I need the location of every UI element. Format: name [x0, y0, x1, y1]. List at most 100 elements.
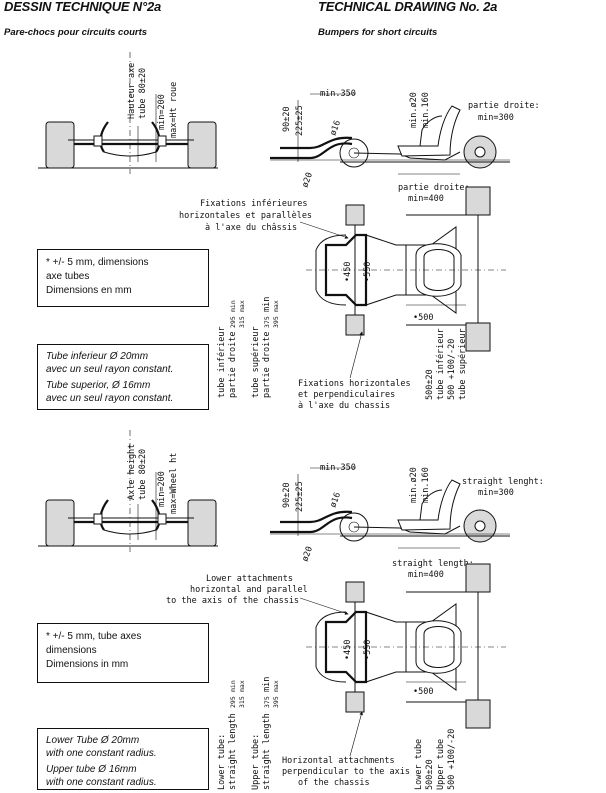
- fr-front-min: min=200: [157, 94, 167, 130]
- en-straight-top-1: straight lenght:: [462, 477, 544, 487]
- note-line: Upper tube Ø 16mm: [46, 764, 137, 775]
- en-front-tube-label: tube 80±20: [138, 449, 148, 500]
- note-line: with one constant radius.: [46, 777, 157, 788]
- en-front-min: min=200: [157, 471, 167, 507]
- en-title: TECHNICAL DRAWING No. 2a: [318, 0, 498, 14]
- note-line: avec un seul rayon constant.: [46, 364, 174, 375]
- en-dim-550: •550: [363, 640, 373, 660]
- fr-note-dimensions: * +/- 5 mm, dimensions axe tubes Dimensi…: [37, 249, 209, 307]
- en-horiz-fix-2: perpendicular to the axis: [282, 767, 410, 777]
- en-lower-fix-2: horizontal and parallel: [190, 585, 308, 595]
- fr-dim-min160: min.160: [421, 92, 431, 128]
- en-note-dimensions: * +/- 5 mm, tube axes dimensions Dimensi…: [37, 623, 209, 683]
- fr-lower-fix-2: horizontales et parallèles: [179, 210, 312, 221]
- en-dim-min-d20: min.ø20: [409, 467, 419, 503]
- note-line: Tube superior, Ø 16mm: [46, 380, 151, 391]
- en-vl-295: 295: [229, 696, 237, 708]
- fr-front-tube-label: tube 80±20: [138, 68, 148, 119]
- fr-horiz-fix-1: Fixations horizontales: [298, 379, 411, 389]
- fr-dim-d16: ø16: [328, 119, 343, 137]
- fr-straight-bot-1: partie droite:: [398, 183, 470, 193]
- fr-vl-max-2: max: [272, 300, 280, 312]
- en-r-500: 500±20: [425, 759, 435, 790]
- fr-dim-min-d20: min.ø20: [409, 92, 419, 128]
- en-vl-375: 375: [263, 696, 271, 708]
- en-vl-tube-sup-2: straight length: [262, 713, 272, 790]
- en-lower-fix-3: to the axis of the chassis: [166, 596, 299, 606]
- en-dim-450: •450: [343, 640, 353, 660]
- en-dim-90: 90±20: [282, 482, 292, 508]
- en-horiz-fix-3: of the chassis: [298, 778, 370, 788]
- fr-straight-bot-2: min=400: [408, 194, 444, 204]
- fr-subtitle: Pare-chocs pour circuits courts: [4, 27, 148, 38]
- fr-r-tube-sup: tube supérieur: [457, 328, 468, 400]
- note-line: Lower Tube Ø 20mm: [46, 735, 140, 746]
- fr-vl-max: max: [238, 300, 246, 312]
- fr-front-max: max=Ht roue: [169, 82, 179, 138]
- en-dim-min160: min.160: [421, 467, 431, 503]
- en-dim-500: •500: [413, 687, 433, 697]
- en-dim-d16: ø16: [328, 491, 343, 509]
- fr-front-height-label: Hauteur axe: [127, 63, 137, 119]
- en-vl-tube-inf-2: straight length: [228, 713, 238, 790]
- fr-vl-375: 375: [263, 316, 271, 328]
- fr-r-500: 500±20: [425, 369, 435, 400]
- en-r-500b: 500 +100/-20: [447, 729, 457, 790]
- en-vl-max-2: max: [272, 680, 280, 692]
- en-r-upper: Upper tube: [436, 739, 446, 790]
- en-front-view: Axle height tube 80±20 min=200 max=Wheel…: [36, 428, 220, 554]
- fr-straight-top-2: min=300: [478, 113, 514, 123]
- fr-lower-fix-3: à l'axe du châssis: [205, 223, 297, 233]
- note-line: Dimensions in mm: [46, 659, 129, 670]
- fr-vl-315: 315: [238, 316, 246, 328]
- fr-vl-tube-sup-2: partie droite: [262, 331, 272, 398]
- fr-dim-225: 225±25: [295, 105, 305, 136]
- fr-horiz-fix-3: à l'axe du chassis: [298, 401, 390, 411]
- en-vl-min: min: [229, 680, 237, 692]
- fr-dim-500: •500: [413, 313, 433, 323]
- en-vl-395: 395: [272, 696, 280, 708]
- en-vl-tube-sup-1: Upper tube:: [251, 734, 261, 790]
- fr-dim-550: •550: [363, 262, 373, 282]
- fr-side-view: 90±20 225±25 min.350 ø16 ø20 min.ø20 min…: [268, 89, 540, 204]
- en-lower-fix-1: Lower attachments: [206, 574, 293, 584]
- en-dim-d20: ø20: [300, 545, 315, 563]
- en-straight-bot-1: straight length:: [392, 559, 474, 569]
- en-front-height-label: Axle height: [127, 444, 137, 500]
- note-line: * +/- 5 mm, tube axes: [46, 631, 142, 642]
- fr-vl-min-2: min: [262, 297, 272, 312]
- en-note-tubes: Lower Tube Ø 20mm with one constant radi…: [37, 728, 209, 790]
- en-horiz-fix-1: Horizontal attachments: [282, 756, 395, 766]
- fr-vl-min: min: [229, 300, 237, 312]
- en-top-view: Lower attachments horizontal and paralle…: [166, 562, 508, 790]
- note-line: avec un seul rayon constant.: [46, 393, 174, 404]
- fr-top-view: Fixations inférieures horizontales et pa…: [179, 185, 508, 411]
- note-line: Tube inferieur Ø 20mm: [46, 351, 149, 362]
- fr-dim-90: 90±20: [282, 106, 292, 132]
- en-r-lower: Lower tube: [414, 739, 424, 790]
- fr-vl-tube-sup-1: tube supérieur: [250, 326, 261, 398]
- en-side-view: 90±20 225±25 min.350 ø16 ø20 min.ø20 min…: [268, 463, 544, 580]
- en-straight-bot-2: min=400: [408, 570, 444, 580]
- note-line: * +/- 5 mm, dimensions: [46, 257, 149, 268]
- en-straight-top-2: min=300: [478, 488, 514, 498]
- en-vl-tube-inf-1: Lower tube:: [217, 734, 227, 790]
- en-vl-min-2: min: [262, 677, 272, 692]
- fr-lower-fix-1: Fixations inférieures: [200, 198, 307, 209]
- fr-straight-top-1: partie droite:: [468, 101, 540, 111]
- fr-horiz-fix-2: et perpendiculaires: [298, 390, 395, 400]
- fr-r-tube-inf: tube inférieur: [435, 328, 446, 400]
- fr-dim-450: •450: [343, 262, 353, 282]
- fr-note-tubes: Tube inferieur Ø 20mm avec un seul rayon…: [37, 344, 209, 410]
- note-line: with one constant radius.: [46, 748, 157, 759]
- fr-vl-tube-inf-2: partie droite: [228, 331, 238, 398]
- en-dim-225: 225±25: [295, 481, 305, 512]
- fr-vl-295: 295: [229, 316, 237, 328]
- fr-vl-395: 395: [272, 316, 280, 328]
- fr-vl-tube-inf-1: tube inférieur: [216, 326, 227, 398]
- en-vl-315: 315: [238, 696, 246, 708]
- en-front-max: max=Wheel ht: [169, 453, 179, 514]
- note-line: Dimensions en mm: [46, 285, 132, 296]
- note-line: dimensions: [46, 645, 97, 656]
